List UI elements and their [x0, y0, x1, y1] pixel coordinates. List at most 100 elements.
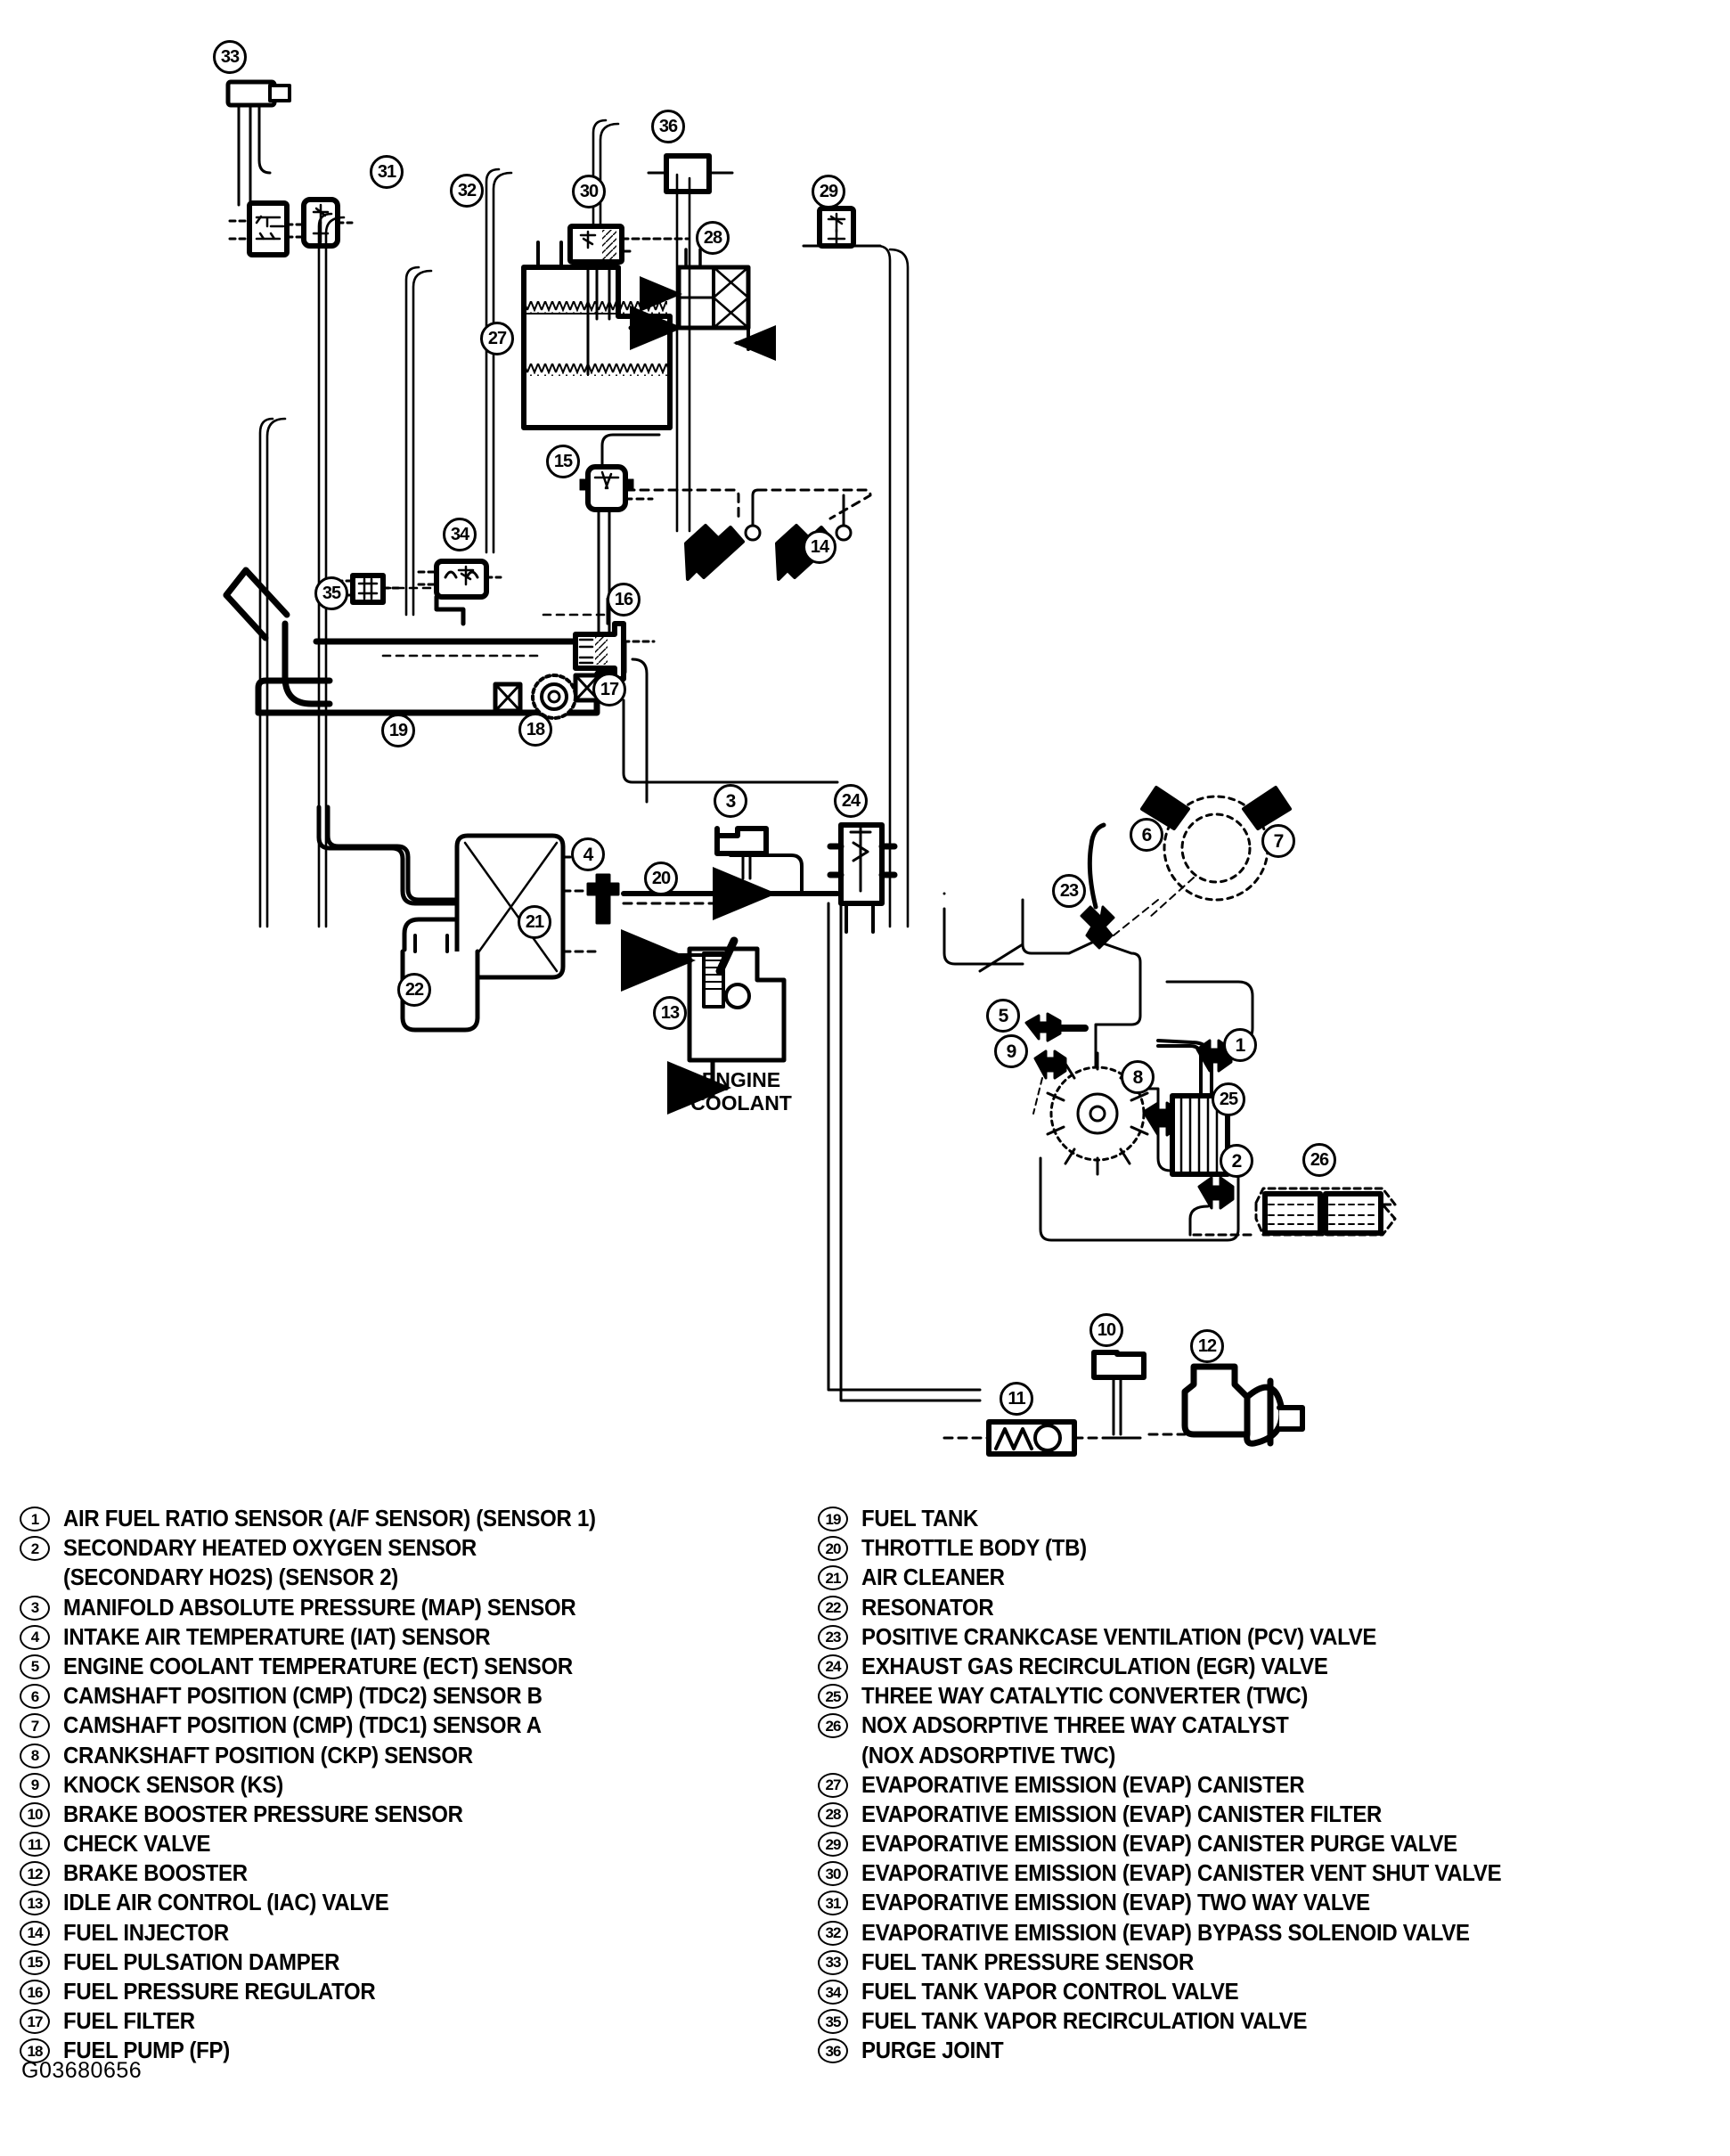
legend-number-22: 22	[818, 1595, 848, 1621]
callout-19: 19	[381, 714, 415, 747]
callout-7: 7	[1261, 824, 1295, 858]
nox-adsorptive-twc-symbol	[1188, 1187, 1397, 1237]
air-cleaner-symbol	[454, 833, 597, 980]
legend-label: EVAPORATIVE EMISSION (EVAP) CANISTER VEN…	[861, 1861, 1502, 1887]
callout-2: 2	[1220, 1144, 1253, 1178]
legend-number-18: 18	[20, 2038, 50, 2064]
legend-label: FUEL PRESSURE REGULATOR	[63, 1980, 376, 2005]
callout-22: 22	[397, 973, 431, 1007]
legend-label: EXHAUST GAS RECIRCULATION (EGR) VALVE	[861, 1654, 1328, 1679]
camshaft-position-sensors-symbol	[1140, 786, 1292, 919]
intake-air-temperature-sensor-symbol	[586, 873, 620, 925]
legend-number-21: 21	[818, 1565, 848, 1591]
resonator-symbol	[400, 934, 480, 1033]
legend-label: THREE WAY CATALYTIC CONVERTER (TWC)	[861, 1684, 1309, 1710]
manifold-absolute-pressure-sensor-symbol	[714, 826, 769, 880]
fuel-pressure-regulator-symbol	[573, 597, 656, 682]
legend-number-16: 16	[20, 1980, 50, 2005]
legend-number-9: 9	[20, 1772, 50, 1798]
legend-number-4: 4	[20, 1624, 50, 1650]
callout-25: 25	[1212, 1082, 1245, 1116]
legend-label: PURGE JOINT	[861, 2038, 1004, 2064]
legend-item: 5 ENGINE COOLANT TEMPERATURE (ECT) SENSOR	[20, 1654, 821, 1683]
callout-14: 14	[803, 530, 836, 564]
evap-two-way-valve-symbol	[228, 200, 290, 257]
legend-label: FUEL PULSATION DAMPER	[63, 1949, 340, 1975]
fuel-pump-symbol	[493, 674, 577, 720]
legend-number-28: 28	[818, 1801, 848, 1827]
legend-label: THROTTLE BODY (TB)	[861, 1536, 1087, 1562]
legend-number-continuation	[818, 1744, 848, 1768]
legend-item: 24 EXHAUST GAS RECIRCULATION (EGR) VALVE	[818, 1654, 1726, 1683]
callout-13: 13	[653, 996, 687, 1030]
brake-booster-symbol	[1147, 1363, 1305, 1447]
legend-number-27: 27	[818, 1772, 848, 1798]
fuel-injector-symbol	[684, 524, 762, 581]
legend-label: FUEL PUMP (FP)	[63, 2038, 230, 2064]
pcv-valve-symbol	[1080, 822, 1159, 950]
secondary-ho2s-symbol	[1197, 1176, 1235, 1210]
legend-label: FUEL TANK	[861, 1507, 979, 1531]
legend-number-32: 32	[818, 1920, 848, 1946]
callout-9: 9	[994, 1034, 1028, 1068]
legend-label: FUEL FILTER	[63, 2009, 195, 2035]
legend-label: FUEL TANK VAPOR RECIRCULATION VALVE	[861, 2009, 1308, 2035]
legend-number-8: 8	[20, 1743, 50, 1768]
legend-label: EVAPORATIVE EMISSION (EVAP) BYPASS SOLEN…	[861, 1920, 1470, 1946]
callout-18: 18	[518, 713, 552, 747]
legend-item: 16 FUEL PRESSURE REGULATOR	[20, 1979, 821, 2008]
legend-number-20: 20	[818, 1536, 848, 1562]
legend-item: 32 EVAPORATIVE EMISSION (EVAP) BYPASS SOL…	[818, 1920, 1726, 1949]
legend-number-12: 12	[20, 1861, 50, 1887]
legend-number-24: 24	[818, 1654, 848, 1679]
legend-label: SECONDARY HEATED OXYGEN SENSOR	[63, 1536, 477, 1562]
legend-label: MANIFOLD ABSOLUTE PRESSURE (MAP) SENSOR	[63, 1595, 576, 1621]
legend-number-10: 10	[20, 1801, 50, 1827]
callout-26: 26	[1302, 1143, 1336, 1177]
fuel-tank-vapor-control-valve-symbol	[417, 559, 502, 626]
fuel-filler-neck	[223, 567, 333, 707]
legend-label: ENGINE COOLANT TEMPERATURE (ECT) SENSOR	[63, 1654, 573, 1679]
callout-32: 32	[450, 174, 484, 208]
legend-item: (SECONDARY HO2S) (SENSOR 2)	[20, 1564, 821, 1594]
legend-label: IDLE AIR CONTROL (IAC) VALVE	[63, 1891, 389, 1916]
callout-36: 36	[651, 110, 685, 143]
legend-label: EVAPORATIVE EMISSION (EVAP) CANISTER FIL…	[861, 1801, 1383, 1827]
callout-30: 30	[572, 175, 606, 208]
callout-3: 3	[714, 784, 747, 818]
evap-bypass-solenoid-valve-symbol	[285, 197, 354, 249]
legend-label: NOX ADSORPTIVE THREE WAY CATALYST	[861, 1713, 1289, 1739]
legend-label: BRAKE BOOSTER	[63, 1861, 248, 1887]
legend-number-17: 17	[20, 2009, 50, 2035]
callout-24: 24	[834, 784, 868, 818]
legend-number-5: 5	[20, 1654, 50, 1679]
legend-number-31: 31	[818, 1891, 848, 1916]
legend-item: 20 THROTTLE BODY (TB)	[818, 1535, 1726, 1564]
callout-31: 31	[370, 155, 404, 189]
callout-5: 5	[986, 999, 1020, 1033]
legend-number-13: 13	[20, 1891, 50, 1916]
